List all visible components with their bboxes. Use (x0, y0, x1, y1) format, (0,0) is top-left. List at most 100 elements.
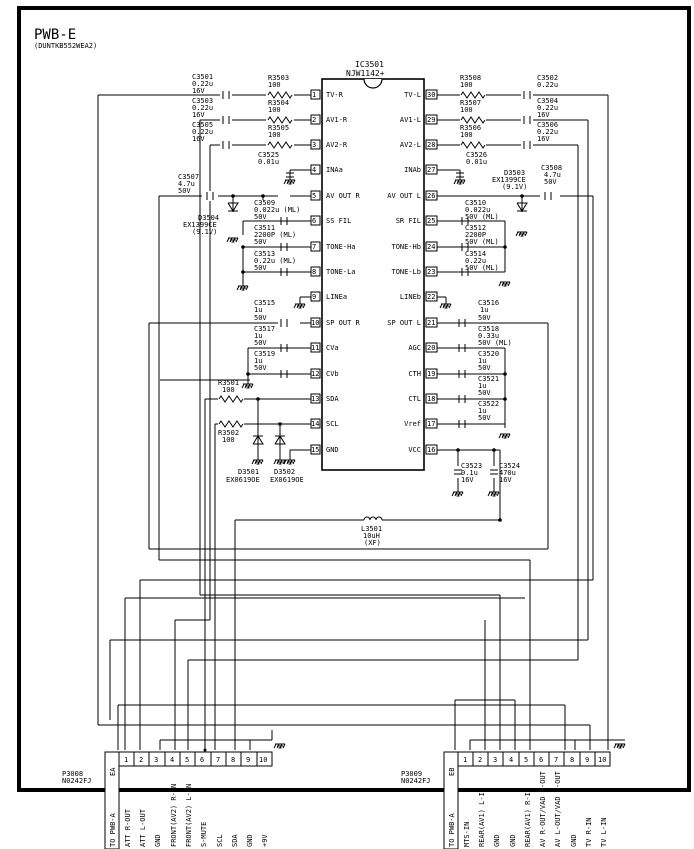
board-code: (DUNTKB552WEA2) (34, 42, 97, 50)
svg-text:INAb: INAb (404, 166, 421, 174)
svg-text:+9V: +9V (261, 834, 269, 847)
svg-text:14: 14 (311, 420, 319, 428)
svg-text:26: 26 (427, 192, 435, 200)
svg-text:FRONT(AV2) R-IN: FRONT(AV2) R-IN (170, 784, 178, 847)
svg-text:0.22u: 0.22u (192, 104, 213, 112)
svg-text:1u: 1u (254, 332, 262, 340)
svg-text:8: 8 (231, 756, 235, 764)
svg-text:1u: 1u (254, 306, 262, 314)
svg-text:50V: 50V (544, 178, 557, 186)
ic-pin: 26 AV OUT L (387, 190, 438, 201)
svg-text:SP OUT L: SP OUT L (387, 319, 421, 327)
svg-text:0.22u (ML): 0.22u (ML) (254, 257, 296, 265)
svg-text:4.7u: 4.7u (178, 180, 195, 188)
svg-text:0.01u: 0.01u (466, 158, 487, 166)
svg-text:C3514: C3514 (465, 250, 486, 258)
svg-text:R3508: R3508 (460, 74, 481, 82)
svg-text:ATT R-OUT: ATT R-OUT (124, 808, 132, 847)
svg-text:R3505: R3505 (268, 124, 289, 132)
svg-text:AV1-R: AV1-R (326, 116, 348, 124)
svg-text:20: 20 (427, 344, 435, 352)
svg-text:9: 9 (246, 756, 250, 764)
svg-text:1u: 1u (478, 382, 486, 390)
svg-text:12: 12 (311, 370, 319, 378)
svg-text:100: 100 (268, 106, 281, 114)
svg-text:TV-R: TV-R (326, 91, 344, 99)
svg-text:GND: GND (509, 834, 517, 847)
svg-text:0.33u: 0.33u (478, 332, 499, 340)
svg-text:C3505: C3505 (192, 121, 213, 129)
svg-text:SDA: SDA (326, 395, 339, 403)
svg-text:17: 17 (427, 420, 435, 428)
svg-text:S-MUTE: S-MUTE (200, 822, 208, 847)
svg-text:AV1-L: AV1-L (400, 116, 421, 124)
svg-text:R3502: R3502 (218, 429, 239, 437)
svg-text:0.22u: 0.22u (192, 128, 213, 136)
svg-text:15: 15 (311, 446, 319, 454)
svg-text:29: 29 (427, 116, 435, 124)
svg-text:8: 8 (570, 756, 574, 764)
svg-text:C3519: C3519 (254, 350, 275, 358)
board-outline (17, 6, 691, 792)
svg-text:C3526: C3526 (466, 151, 487, 159)
svg-text:R3504: R3504 (268, 99, 289, 107)
svg-text:100: 100 (460, 81, 473, 89)
svg-text:GND: GND (326, 446, 339, 454)
svg-text:CTL: CTL (408, 395, 421, 403)
svg-text:TV R-IN: TV R-IN (585, 817, 593, 847)
svg-text:4: 4 (509, 756, 513, 764)
svg-text:TV-L: TV-L (404, 91, 421, 99)
svg-text:100: 100 (268, 81, 281, 89)
svg-text:AV OUT L: AV OUT L (387, 192, 421, 200)
svg-text:AV2-L: AV2-L (400, 141, 421, 149)
svg-text:1u: 1u (478, 407, 486, 415)
svg-text:4: 4 (170, 756, 174, 764)
svg-text:TO PWB-A: TO PWB-A (109, 812, 117, 847)
svg-text:ATT L-OUT: ATT L-OUT (139, 808, 147, 847)
svg-text:EB: EB (448, 768, 456, 776)
svg-text:50V: 50V (254, 238, 267, 246)
svg-text:D3501: D3501 (238, 468, 259, 476)
svg-text:100: 100 (268, 131, 281, 139)
svg-text:9: 9 (312, 293, 316, 301)
svg-text:50V: 50V (178, 187, 191, 195)
svg-text:7: 7 (216, 756, 220, 764)
svg-text:0.22u: 0.22u (465, 257, 486, 265)
ic-pin: 15 GND (310, 444, 339, 455)
svg-text:16V: 16V (192, 135, 205, 143)
svg-text:C3524: C3524 (499, 462, 520, 470)
ic-part: NJW1142+ (346, 69, 385, 78)
svg-text:LINEa: LINEa (326, 293, 347, 301)
svg-text:L3501: L3501 (361, 525, 382, 533)
svg-text:AV2-R: AV2-R (326, 141, 348, 149)
ic-pin: 9 LINEa (310, 291, 347, 302)
svg-text:C3516: C3516 (478, 299, 499, 307)
svg-text:CVa: CVa (326, 344, 339, 352)
